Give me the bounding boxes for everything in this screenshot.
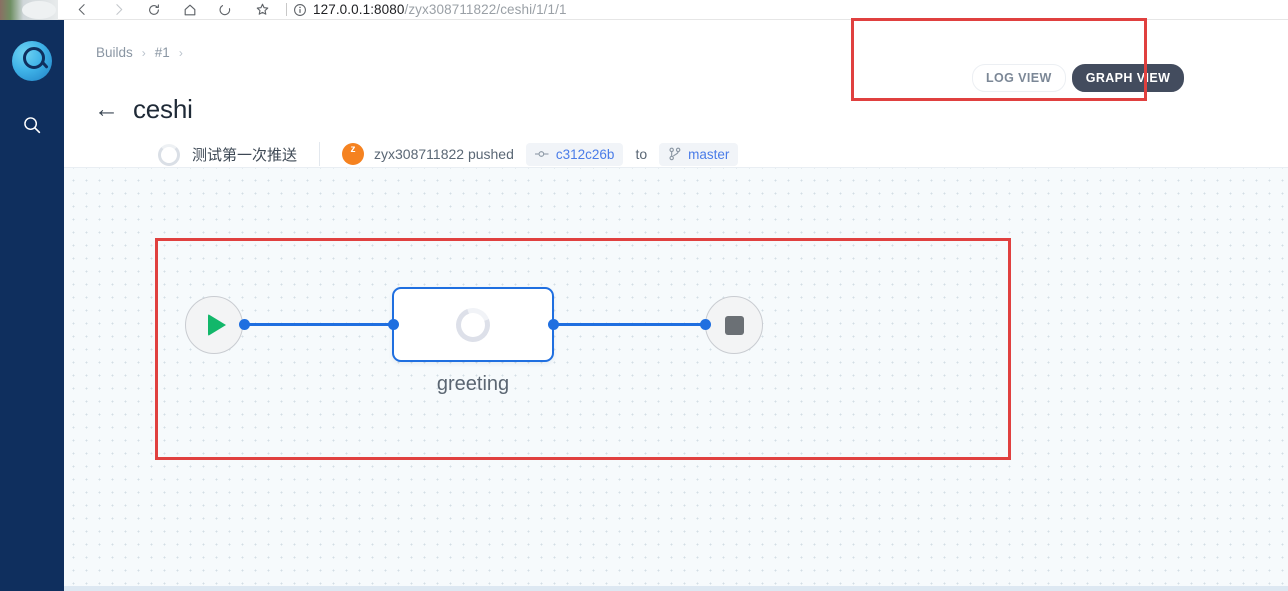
play-icon	[207, 314, 226, 336]
connector-port	[388, 319, 399, 330]
avatar: z	[342, 143, 365, 165]
back-arrow-icon[interactable]: ←	[94, 95, 119, 123]
title-row: ← ceshi	[94, 94, 193, 125]
site-info-icon[interactable]	[293, 3, 307, 17]
back-icon[interactable]	[64, 0, 100, 20]
browser-toolbar: 127.0.0.1:8080/zyx308711822/ceshi/1/1/1	[0, 0, 1288, 20]
breadcrumb-item-build-number[interactable]: #1	[154, 45, 170, 60]
to-label: to	[635, 146, 648, 162]
build-message: 测试第一次推送	[192, 146, 298, 164]
connector-port	[239, 319, 250, 330]
reload-icon[interactable]	[136, 0, 172, 20]
address-bar[interactable]: 127.0.0.1:8080/zyx308711822/ceshi/1/1/1	[293, 2, 567, 17]
view-toggle-group: LOG VIEW GRAPH VIEW	[972, 64, 1185, 92]
bottom-strip	[64, 586, 1288, 591]
breadcrumb-item-builds[interactable]: Builds	[96, 45, 133, 60]
page-title: ceshi	[133, 94, 193, 124]
home-icon[interactable]	[172, 0, 208, 20]
edge-start-to-step	[244, 323, 394, 326]
connector-port	[548, 319, 559, 330]
build-status-spinner-icon	[158, 144, 180, 166]
history-icon[interactable]	[208, 0, 244, 20]
connector-port	[700, 319, 711, 330]
meta-divider	[319, 142, 321, 166]
left-sidebar	[0, 20, 64, 591]
breadcrumb: Builds › #1 ›	[96, 45, 183, 60]
commit-icon	[534, 151, 549, 157]
search-icon[interactable]	[17, 110, 47, 140]
log-view-button[interactable]: LOG VIEW	[972, 64, 1066, 92]
build-author: zyx308711822 pushed	[374, 146, 514, 162]
browser-nav-buttons	[64, 0, 280, 20]
pipeline-canvas[interactable]: greeting @稀土掘金技术社区	[64, 168, 1288, 586]
url-host: 127.0.0.1:8080	[313, 2, 405, 17]
pipeline-end-node[interactable]	[705, 296, 763, 354]
bookmark-star-icon[interactable]	[244, 0, 280, 20]
pipeline-step-node-greeting[interactable]	[392, 287, 554, 362]
pipeline-step-label: greeting	[436, 373, 510, 395]
branch-badge[interactable]: master	[659, 142, 739, 166]
drone-logo-icon[interactable]	[12, 41, 52, 81]
breadcrumb-separator-icon: ›	[141, 45, 146, 60]
build-meta-row: 测试第一次推送 z zyx308711822 pushed c312c26b t…	[158, 142, 739, 166]
commit-sha[interactable]: c312c26b	[555, 146, 615, 162]
toolbar-divider	[286, 3, 287, 16]
edge-step-to-end	[553, 323, 705, 326]
breadcrumb-separator-icon-2: ›	[178, 45, 183, 60]
forward-icon[interactable]	[100, 0, 136, 20]
commit-badge[interactable]: c312c26b	[525, 142, 624, 166]
graph-view-button[interactable]: GRAPH VIEW	[1071, 64, 1185, 92]
page-header: Builds › #1 › ← ceshi 测试第一次推送 z zyx30871…	[64, 20, 1288, 168]
branch-icon	[669, 147, 681, 161]
url-text: 127.0.0.1:8080/zyx308711822/ceshi/1/1/1	[313, 2, 567, 17]
spinner-icon	[450, 301, 496, 348]
stop-icon	[724, 315, 744, 335]
url-path: /zyx308711822/ceshi/1/1/1	[404, 2, 567, 17]
pipeline-start-node[interactable]	[185, 296, 243, 354]
tab-thumbnail[interactable]	[0, 0, 58, 20]
branch-name[interactable]: master	[688, 146, 730, 162]
pipeline-graph: greeting	[64, 168, 1288, 586]
